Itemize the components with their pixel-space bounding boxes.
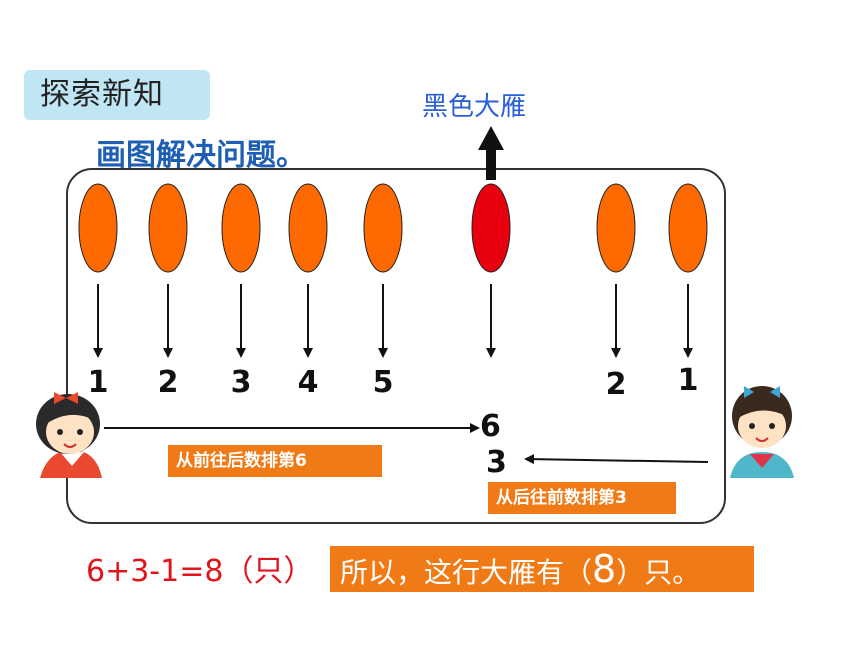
goose: [78, 183, 118, 273]
goose-count-label: 5: [373, 365, 394, 400]
goose-count-label: 4: [298, 365, 319, 400]
girl-right-icon: [730, 386, 794, 478]
goose-count-label: 2: [158, 365, 179, 400]
goose: [596, 183, 636, 273]
goose-count-label: 1: [678, 363, 699, 398]
forward-count-box: 从前往后数排第6: [168, 445, 382, 477]
diagram-frame: [66, 168, 726, 524]
goose-count-label: 1: [88, 365, 109, 400]
answer-number: 8: [592, 547, 617, 591]
goose-count-label: 3: [231, 365, 252, 400]
answer-prefix: 所以，这行大雁有（: [340, 556, 593, 589]
backward-arrow: [524, 454, 709, 465]
goose: [288, 183, 328, 273]
forward-count-label: 6: [480, 409, 501, 444]
goose: [148, 183, 188, 273]
answer-suffix: ）只。: [616, 556, 701, 589]
black-goose-label: 黑色大雁: [422, 92, 527, 122]
goose: [668, 183, 708, 273]
goose-black: [471, 183, 511, 273]
section-tag: 探索新知: [24, 70, 210, 120]
backward-count-box: 从后往前数排第3: [488, 482, 676, 514]
geese-layer: 1 2 3 4 5 2 1: [78, 183, 708, 402]
goose-count-label: 2: [606, 367, 627, 402]
backward-count-label: 3: [486, 445, 507, 480]
girl-left-icon: [36, 392, 102, 478]
goose: [221, 183, 261, 273]
up-arrow-icon: [478, 126, 504, 180]
answer-box: 所以，这行大雁有（8）只。: [330, 546, 754, 592]
goose: [363, 183, 403, 273]
subtitle: 画图解决问题。: [96, 138, 306, 173]
equation: 6+3-1=8（只）: [86, 554, 314, 589]
